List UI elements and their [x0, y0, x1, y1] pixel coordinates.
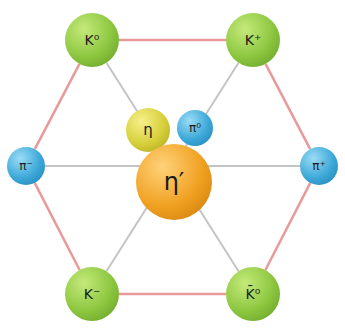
particle-symbol: K⁰ [85, 33, 100, 47]
hexagon-edge [35, 183, 80, 270]
axis-line [106, 63, 238, 271]
hexagon-edge [265, 183, 310, 270]
hexagon-edge [266, 64, 311, 149]
particle-symbol: η′ [164, 170, 185, 194]
pion-circle: π⁺ [300, 147, 338, 185]
particle-symbol: π⁰ [189, 122, 201, 134]
particle-symbol: η [143, 123, 153, 138]
particle-symbol: π⁺ [312, 160, 326, 172]
particle-symbol: K⁻ [84, 287, 101, 301]
hexagon-edge [119, 293, 226, 296]
kaon-circle: K⁺ [226, 13, 280, 67]
hexagon-edge [119, 39, 226, 42]
hexagon-edge [35, 64, 80, 149]
pion-circle: π⁻ [7, 147, 45, 185]
eta-prime-circle: η′ [136, 144, 212, 220]
particle-symbol: K̄⁰ [246, 287, 261, 301]
axis-line [106, 63, 238, 271]
particle-symbol: π⁻ [19, 160, 33, 172]
pion-circle: π⁰ [177, 110, 213, 146]
particle-symbol: K⁺ [245, 33, 262, 47]
kaon-circle: K⁰ [65, 13, 119, 67]
kaon-circle: K̄⁰ [226, 267, 280, 321]
kaon-circle: K⁻ [65, 267, 119, 321]
